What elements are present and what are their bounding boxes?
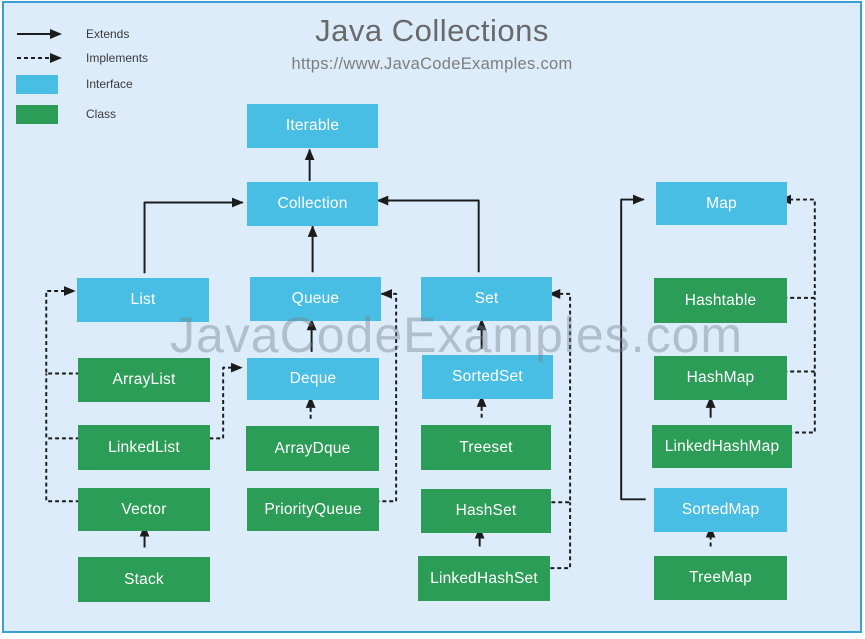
node-map: Map xyxy=(656,182,787,225)
node-list: List xyxy=(77,278,209,322)
legend-interface-label: Interface xyxy=(86,77,133,91)
node-linkedlist: LinkedList xyxy=(78,425,210,470)
node-set: Set xyxy=(421,277,552,321)
node-deque: Deque xyxy=(247,358,379,400)
edge-vector-implements-list xyxy=(45,438,80,503)
node-hashmap: HashMap xyxy=(654,356,787,400)
edge-hashtable-implements-map xyxy=(776,194,816,299)
node-hashset: HashSet xyxy=(421,489,551,533)
legend: Extends Implements Interface Class xyxy=(16,23,206,131)
interface-swatch-icon xyxy=(16,74,58,94)
node-treemap: TreeMap xyxy=(654,556,787,600)
edge-linkedlist-implements-list xyxy=(45,373,80,440)
edges-layer xyxy=(45,148,816,570)
implements-arrow-icon xyxy=(16,52,72,64)
legend-implements-label: Implements xyxy=(86,51,149,65)
legend-row-interface: Interface xyxy=(16,71,206,97)
node-iterable: Iterable xyxy=(247,104,378,148)
node-hashtable: Hashtable xyxy=(654,278,787,323)
extends-arrow-icon xyxy=(16,28,72,40)
edge-list-extends-collection xyxy=(143,197,244,274)
edge-set-extends-collection xyxy=(376,195,480,273)
edge-hashset-implements-set xyxy=(544,288,572,504)
node-queue: Queue xyxy=(250,277,381,321)
node-priorityqueue: PriorityQueue xyxy=(247,488,379,531)
legend-class-label: Class xyxy=(86,107,117,121)
node-linkedhashset: LinkedHashSet xyxy=(418,556,550,601)
legend-row-class: Class xyxy=(16,101,206,127)
node-stack: Stack xyxy=(78,557,210,602)
node-sortedset: SortedSet xyxy=(422,355,553,399)
page-subtitle: https://www.JavaCodeExamples.com xyxy=(291,55,573,73)
node-linkedhashmap: LinkedHashMap xyxy=(652,425,792,468)
node-arraydque: ArrayDque xyxy=(246,426,379,471)
node-treeset: Treeset xyxy=(421,425,551,470)
edge-priorityqueue-implements-queue xyxy=(375,288,398,503)
edge-hashmap-implements-map xyxy=(776,297,816,373)
node-vector: Vector xyxy=(78,488,210,531)
title-block: Java Collections https://www.JavaCodeExa… xyxy=(154,13,710,74)
node-collection: Collection xyxy=(247,182,378,226)
page-title: Java Collections xyxy=(315,13,549,48)
edge-linkedhashset-implements-set xyxy=(543,502,572,570)
legend-row-extends: Extends xyxy=(16,23,206,45)
legend-row-implements: Implements xyxy=(16,47,206,69)
edge-sortedmap-extends-map xyxy=(620,194,646,501)
node-arraylist: ArrayList xyxy=(78,358,210,402)
edge-arraylist-implements-list xyxy=(45,286,80,375)
legend-extends-label: Extends xyxy=(86,27,130,41)
node-sortedmap: SortedMap xyxy=(654,488,787,532)
edge-linkedlist-implements-deque xyxy=(209,362,243,440)
class-swatch-icon xyxy=(16,104,58,124)
